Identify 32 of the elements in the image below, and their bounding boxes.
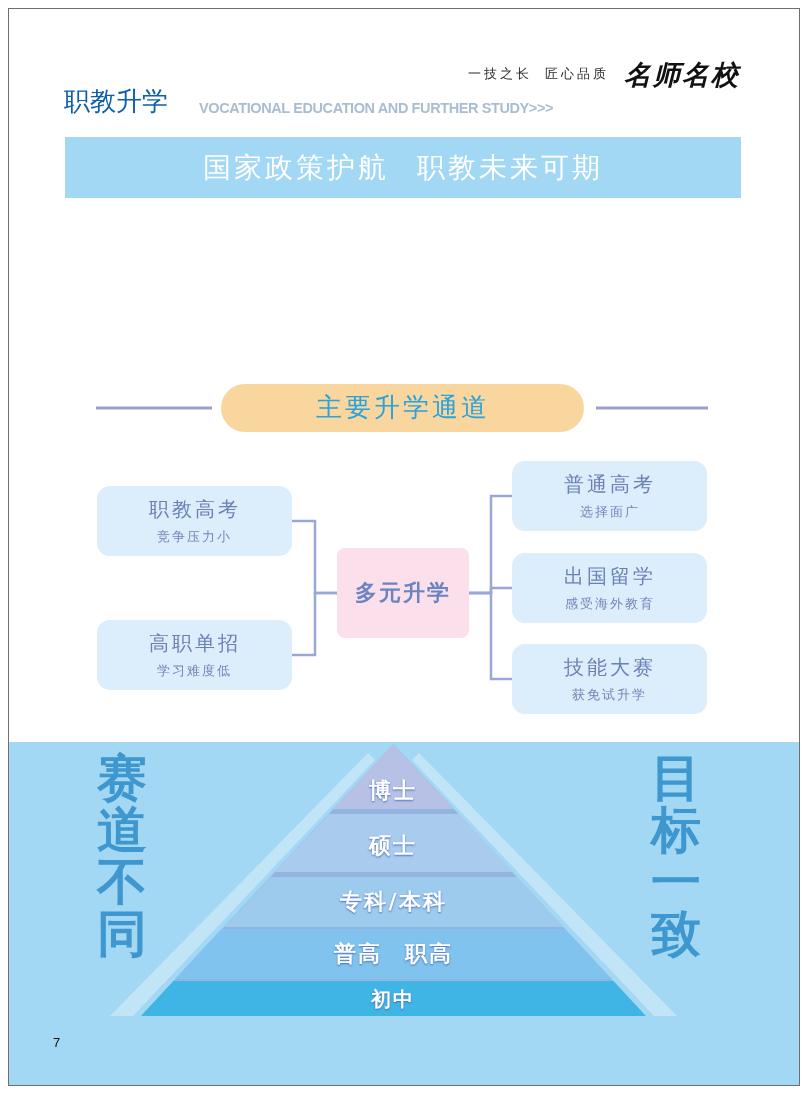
- option-note: 获免试升学: [572, 686, 647, 704]
- hub-box: 多元升学: [337, 548, 469, 638]
- option-title: 出国留学: [563, 563, 656, 589]
- option-note: 感受海外教育: [564, 595, 655, 613]
- background-text: 目标一致: [648, 752, 702, 960]
- option-box: [512, 644, 707, 714]
- option-box: [512, 553, 707, 623]
- option-title: 职教高考: [148, 496, 241, 522]
- banner: 国家政策护航 职教未来可期: [65, 137, 741, 198]
- background-text: 赛道不同: [95, 752, 148, 960]
- pyramid-level: 初中: [141, 981, 646, 1016]
- option-note: 学习难度低: [157, 662, 232, 680]
- pyramid-level: 博士: [333, 744, 454, 809]
- pyramid-level: 硕士: [274, 814, 513, 872]
- pyramid-level: 专科/本科: [223, 877, 564, 927]
- option-title: 高职单招: [148, 630, 241, 656]
- option-title: 普通高考: [563, 471, 656, 497]
- option-note: 竞争压力小: [157, 528, 232, 546]
- page-number: 7: [53, 1035, 61, 1051]
- option-box: [97, 620, 292, 690]
- subtitle-text: VOCATIONAL EDUCATION AND FURTHER STUDY>>>: [199, 99, 554, 118]
- calligraphy-text: 名师名校: [624, 58, 740, 92]
- slogan-text: 一技之长 匠心品质: [468, 65, 610, 83]
- title-pill: 主要升学通道: [221, 384, 584, 432]
- connector-line: [292, 591, 337, 657]
- pyramid-level: 普高 职高: [175, 929, 612, 979]
- option-box: [512, 461, 707, 531]
- option-title: 技能大赛: [563, 654, 656, 680]
- option-note: 选择面广: [579, 503, 640, 521]
- connector-line: [469, 591, 512, 681]
- page-title: 职教升学: [64, 85, 168, 118]
- option-box: [97, 486, 292, 556]
